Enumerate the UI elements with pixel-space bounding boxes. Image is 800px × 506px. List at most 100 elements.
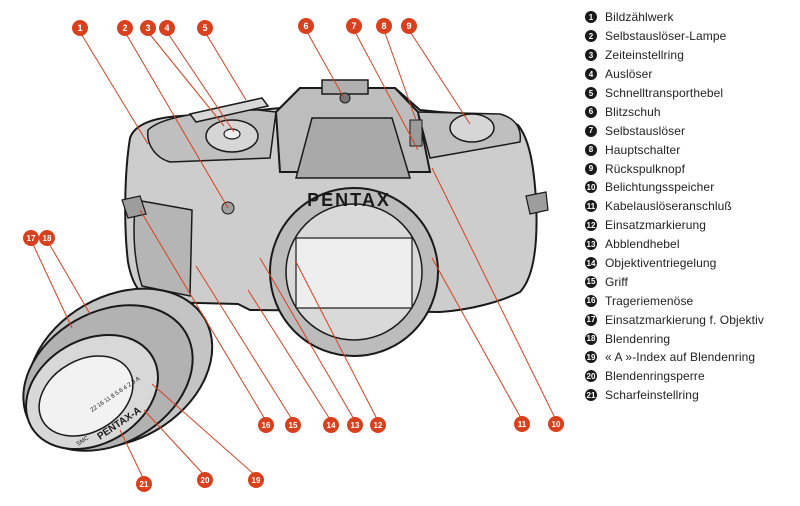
legend-number: 6 [585, 105, 597, 118]
legend-label: Hauptschalter [605, 142, 681, 157]
main-switch [409, 119, 423, 147]
callout-11: 11 [514, 416, 530, 432]
legend-label: Trageriemenöse [605, 293, 694, 308]
legend-item: 21 Scharfeinstellring [585, 386, 797, 405]
svg-text:14: 14 [327, 421, 336, 430]
svg-text:15: 15 [289, 421, 298, 430]
legend-label: Selbstauslöser-Lampe [605, 29, 727, 44]
legend-item: 17 Einsatzmarkierung f. Objektiv [585, 310, 797, 329]
legend-number: 3 [585, 49, 597, 62]
legend-number: 19 [585, 351, 597, 364]
svg-text:9: 9 [406, 21, 411, 31]
strap-lug-left [121, 195, 147, 219]
callout-10: 10 [548, 416, 564, 432]
svg-text:17: 17 [27, 234, 36, 243]
callout-17: 17 [23, 230, 39, 246]
callout-13: 13 [347, 417, 363, 433]
legend-label: Blitzschuh [605, 104, 661, 119]
callout-2: 2 [117, 20, 133, 36]
callout-21: 21 [136, 476, 152, 492]
mirror-box [295, 237, 413, 309]
legend-number: 14 [585, 257, 597, 270]
legend-number: 1 [585, 11, 597, 24]
callout-5: 5 [197, 20, 213, 36]
svg-text:18: 18 [43, 234, 52, 243]
callout-18: 18 [39, 230, 55, 246]
legend-item: 9 Rückspulknopf [585, 159, 797, 178]
legend-number: 10 [585, 181, 597, 194]
callout-markers: 1 2 3 4 5 6 7 8 9 10 11 12 13 14 15 16 1… [23, 18, 564, 492]
legend-item: 16 Trageriemenöse [585, 291, 797, 310]
svg-text:8: 8 [381, 21, 386, 31]
rewind-knob [449, 113, 495, 143]
callout-14: 14 [323, 417, 339, 433]
camera-illustration: PENTAX [121, 79, 549, 357]
legend-number: 17 [585, 313, 597, 326]
legend-label: Auslöser [605, 67, 653, 82]
callout-1: 1 [72, 20, 88, 36]
legend-number: 18 [585, 332, 597, 345]
svg-text:3: 3 [145, 23, 150, 33]
svg-text:10: 10 [552, 420, 561, 429]
prism-face [295, 117, 412, 179]
legend-number: 7 [585, 124, 597, 137]
legend-label: Bildzählwerk [605, 10, 674, 25]
legend-item: 3 Zeiteinstellring [585, 46, 797, 65]
legend-label: Objektiventriegelung [605, 256, 717, 271]
svg-text:5: 5 [202, 23, 207, 33]
legend-number: 12 [585, 219, 597, 232]
legend-label: Blendenringsperre [605, 369, 705, 384]
legend-item: 6 Blitzschuh [585, 102, 797, 121]
svg-text:11: 11 [518, 420, 527, 429]
legend-number: 21 [585, 389, 597, 402]
legend-number: 16 [585, 294, 597, 307]
legend-item: 20 Blendenringsperre [585, 367, 797, 386]
legend-number: 20 [585, 370, 597, 383]
legend-number: 13 [585, 238, 597, 251]
svg-text:13: 13 [351, 421, 360, 430]
legend-item: 19« A »-Index auf Blendenring [585, 348, 797, 367]
callout-3: 3 [140, 20, 156, 36]
legend-label: Blendenring [605, 331, 671, 346]
legend-label: Scharfeinstellring [605, 388, 699, 403]
advance-lever [188, 97, 270, 123]
legend-label: Belichtungsspeicher [605, 180, 715, 195]
svg-text:4: 4 [164, 23, 169, 33]
legend-label: Einsatzmarkierung f. Objektiv [605, 312, 764, 327]
legend-number: 15 [585, 275, 597, 288]
callout-16: 16 [258, 417, 274, 433]
hot-shoe [321, 79, 369, 95]
svg-text:16: 16 [262, 421, 271, 430]
camera-brand: PENTAX [307, 190, 391, 210]
callout-19: 19 [248, 472, 264, 488]
legend-number: 9 [585, 162, 597, 175]
legend-label: Rückspulknopf [605, 161, 686, 176]
legend-label: Zeiteinstellring [605, 48, 684, 63]
legend-label: Griff [605, 274, 628, 289]
legend-item: 18 Blendenring [585, 329, 797, 348]
callout-15: 15 [285, 417, 301, 433]
svg-text:2: 2 [122, 23, 127, 33]
legend-item: 14 Objektiventriegelung [585, 254, 797, 273]
legend-item: 8 Hauptschalter [585, 140, 797, 159]
legend-number: 4 [585, 68, 597, 81]
lens-illustration: PENTAX-A SMC 22 16 11 8 5.6 4 2.8 A [22, 287, 214, 452]
legend-item: 1 Bildzählwerk [585, 8, 797, 27]
svg-text:1: 1 [77, 23, 82, 33]
legend-item: 15 Griff [585, 272, 797, 291]
callout-8: 8 [376, 18, 392, 34]
legend-number: 8 [585, 143, 597, 156]
callout-4: 4 [159, 20, 175, 36]
callout-12: 12 [370, 417, 386, 433]
callout-6: 6 [298, 18, 314, 34]
svg-text:7: 7 [351, 21, 356, 31]
callout-7: 7 [346, 18, 362, 34]
legend-number: 11 [585, 200, 597, 213]
